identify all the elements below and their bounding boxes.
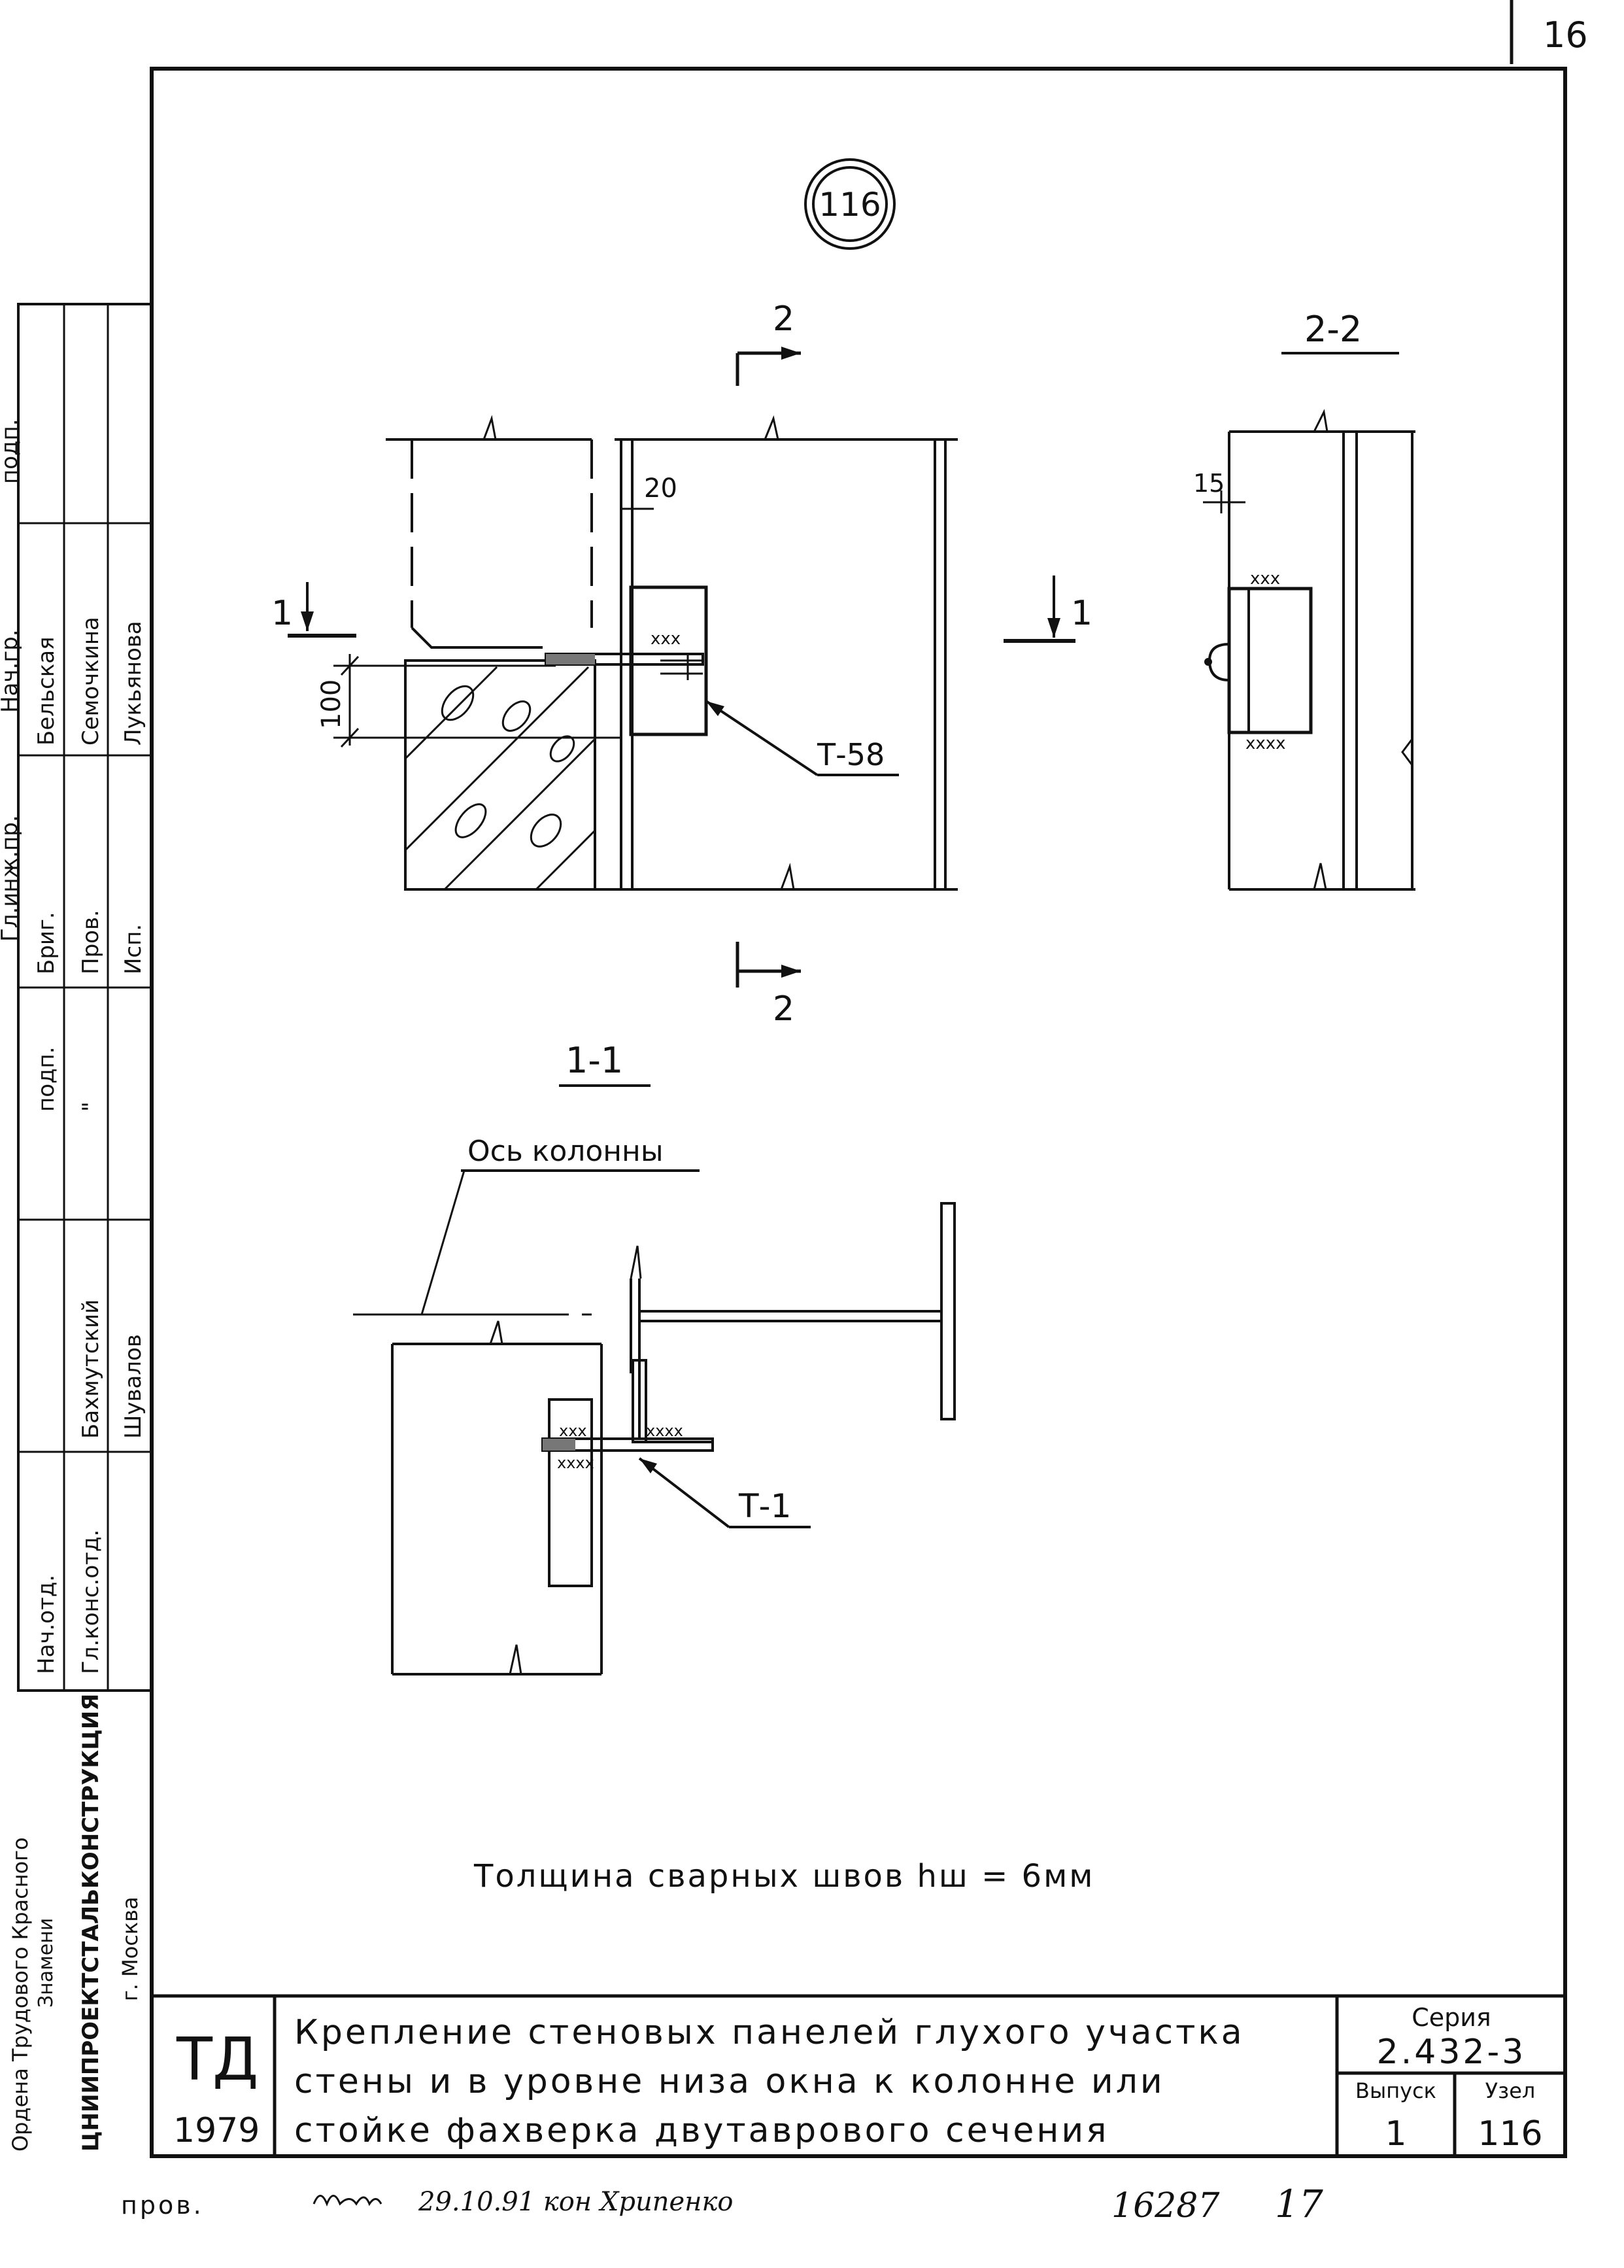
stamp-org-city: г. Москва — [118, 1897, 143, 2001]
stamp-name-bakhmutsky: Бахмутский — [78, 1299, 104, 1439]
node-value: 116 — [1478, 2114, 1542, 2154]
main-view: xxx 20 100 Т-58 — [316, 415, 958, 891]
section-1-1: 1-1 Ось колонны xxx xxxx xxxx — [353, 1040, 956, 1675]
axis-label: Ось колонны — [467, 1135, 664, 1168]
stamp-role-check: Пров. — [78, 910, 104, 974]
part-label-t1: Т-1 — [738, 1487, 791, 1525]
title-year: 1979 — [173, 2111, 260, 2150]
cut-mark-left: 1 — [271, 594, 293, 633]
footer-page: 17 — [1275, 2182, 1323, 2226]
weld-marks-1-1-c: xxxx — [557, 1454, 594, 1472]
stamp-role-chief-eng: Гл.инж.пр. — [0, 815, 23, 942]
drawing-frame — [150, 67, 1567, 2158]
footer-check-label: пров. — [121, 2191, 204, 2220]
issue-value: 1 — [1385, 2114, 1406, 2154]
title-logo: ТД — [176, 2025, 258, 2094]
part-label-t58: Т-58 — [817, 737, 885, 772]
weld-marks-main: xxx — [651, 629, 681, 649]
section-2-2: 2-2 xxx xxxx 15 — [1193, 309, 1415, 891]
dim-gap: 20 — [644, 473, 677, 504]
stamp-org-banner: Знамени — [35, 1918, 58, 2008]
stamp-role-head: Нач.отд. — [33, 1575, 59, 1674]
stamp-role-brig: Бриг. — [33, 912, 59, 974]
issue-label: Выпуск — [1355, 2078, 1436, 2103]
stamp-name-shuvalov: Шувалов — [120, 1334, 146, 1439]
footer-doc-number: 16287 — [1111, 2186, 1220, 2225]
series-value: 2.432-3 — [1377, 2033, 1527, 2072]
side-stamp: Нач.отд. Гл.конс.отд. подп. Бриг. Пров. … — [0, 303, 153, 2152]
stamp-org-name: ЦНИИПРОЕКТСТАЛЬКОНСТРУКЦИЯ — [78, 1694, 104, 2152]
node-label: Узел — [1485, 2078, 1536, 2103]
section-mark-top: 2 — [773, 300, 794, 339]
weld-marks-2-2-bottom: xxxx — [1245, 734, 1286, 753]
section-mark-bottom: 2 — [773, 989, 794, 1029]
signature-scribble — [313, 2195, 382, 2207]
stamp-name-ditto: " — [78, 1101, 104, 1112]
stamp-name-lukyanova: Лукьянова — [120, 621, 146, 746]
stamp-name-semochkina: Семочкина — [78, 617, 104, 746]
stamp-org-order: Ордена Трудового Красного — [8, 1837, 33, 2152]
weld-marks-2-2-top: xxx — [1250, 569, 1280, 589]
title-line-2: стены и в уровне низа окна к колонне или — [294, 2062, 1165, 2101]
node-number: 116 — [819, 186, 881, 224]
dim-height: 100 — [316, 679, 347, 729]
weld-marks-1-1-a: xxx — [559, 1422, 587, 1440]
stamp-role-group-head: Нач.гр. — [0, 629, 23, 713]
stamp-role-sign-2: подп. — [0, 419, 23, 484]
section-1-1-title: 1-1 — [566, 1040, 623, 1081]
page-number: 16 — [1543, 14, 1588, 56]
cut-mark-right: 1 — [1071, 594, 1092, 633]
stamp-name-belskaya: Бельская — [33, 636, 59, 746]
section-2-2-title: 2-2 — [1304, 309, 1362, 350]
title-line-1: Крепление стеновых панелей глухого участ… — [294, 2013, 1245, 2052]
stamp-role-chief: Гл.конс.отд. — [78, 1530, 104, 1674]
footer-signature-note: 29.10.91 кон Хрипенко — [418, 2187, 733, 2217]
title-block: ТД 1979 Крепление стеновых панелей глухо… — [152, 1994, 1565, 2156]
stamp-role-sign: подп. — [33, 1046, 59, 1112]
title-line-3: стойке фахверка двутаврового сечения — [294, 2111, 1109, 2150]
dim-2-2: 15 — [1193, 469, 1225, 498]
stamp-role-exec: Исп. — [120, 924, 146, 974]
weld-marks-1-1-b: xxxx — [646, 1422, 683, 1440]
series-label: Серия — [1412, 2003, 1491, 2032]
weld-note: Толщина сварных швов hш = 6мм — [473, 1858, 1095, 1895]
